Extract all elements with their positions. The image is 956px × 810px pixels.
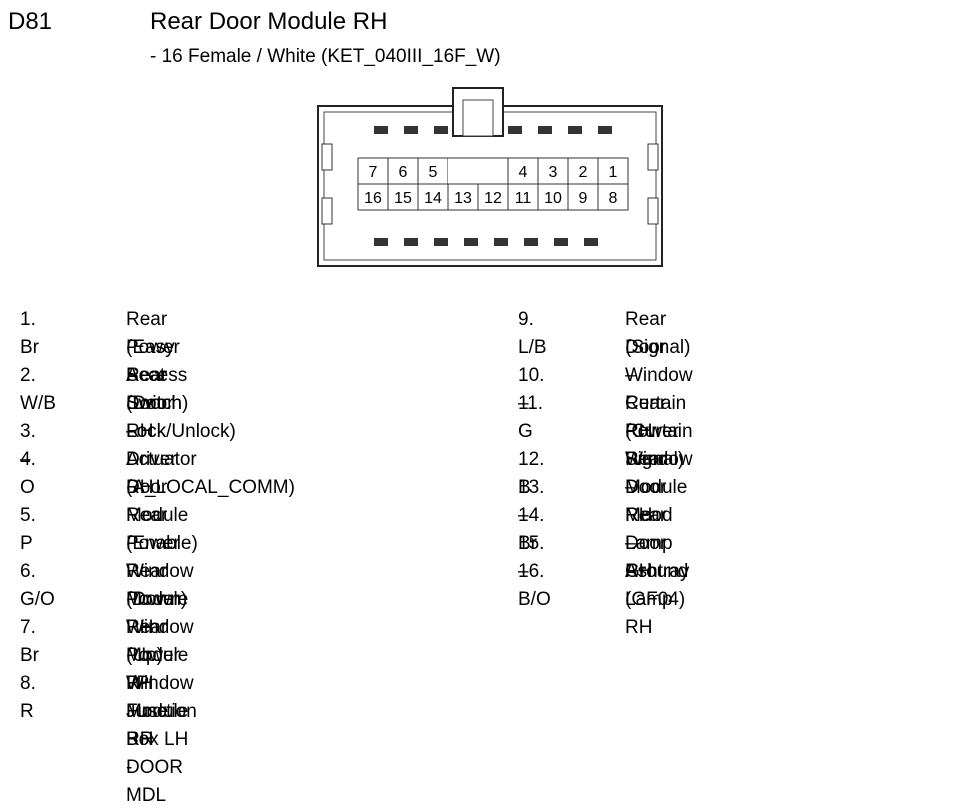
pin-description: Rear Power Seat Switch RH — [126, 309, 182, 442]
pin-label: 10. – — [518, 365, 545, 414]
pin-label: 6. G/O — [20, 561, 55, 610]
pin-description: – — [625, 533, 636, 554]
pin-description-detail: (Signal) — [625, 337, 691, 358]
pin-number-7: 7 — [369, 164, 378, 181]
pin-description: Driver Door Module — [126, 449, 189, 526]
pin-number-1: 1 — [609, 164, 618, 181]
pin-description-detail: (Enable) — [126, 533, 198, 554]
pin-label: 13. – — [518, 477, 545, 526]
right-latch-lower — [647, 197, 659, 225]
pin-description-detail: (Easy Access Switch) — [126, 337, 189, 414]
pin-description: Rear Door Lock Actuator RH — [126, 365, 197, 498]
pin-number-16: 16 — [364, 190, 382, 207]
pin-cell-10 — [537, 183, 569, 211]
pin-description: Rear Door Mood Lamp RH — [625, 449, 673, 582]
pin-number-12: 12 — [484, 190, 502, 207]
pin-label: 14. Br — [518, 505, 545, 554]
pin-number-13: 13 — [454, 190, 472, 207]
connector-title: Rear Door Module RH — [150, 8, 388, 35]
pin-description: Rear Door Window Curtain RH — [625, 309, 693, 442]
left-latch-lower — [321, 197, 333, 225]
pin-description: – — [126, 421, 137, 442]
pin-number-3: 3 — [549, 164, 558, 181]
pin-number-11: 11 — [515, 190, 532, 207]
pin-cell-empty — [448, 158, 478, 184]
pin-label: 16. B/O — [518, 561, 551, 610]
connector-subtitle: - 16 Female / White (KET_040III_16F_W) — [150, 46, 501, 67]
pin-label: 12. B — [518, 449, 545, 498]
pin-label: 8. R — [20, 673, 36, 722]
pin-number-4: 4 — [519, 164, 528, 181]
pin-label: 9. L/B — [518, 309, 547, 358]
pin-label: 5. P — [20, 505, 36, 554]
pin-description-detail: (Down) — [126, 589, 188, 610]
pin-number-15: 15 — [394, 190, 412, 207]
pin-description-detail: (Up) — [126, 645, 163, 666]
pin-label: 11. G — [518, 393, 544, 442]
pin-description: – — [625, 477, 636, 498]
pin-description: – — [625, 365, 636, 386]
pin-cell-14 — [417, 183, 449, 211]
pin-description-detail: (Curtain Signal) — [625, 421, 693, 470]
terminal-slots-bottom — [374, 238, 598, 246]
pin-description: Rear Door Ashtray Lamp RH — [625, 505, 690, 638]
pin-label: 3. – — [20, 421, 36, 470]
terminal-slots-top — [374, 126, 612, 134]
connector-face-diagram: 7 6 5 4 3 2 1 16 15 14 13 12 11 10 9 8 — [317, 87, 663, 267]
pin-number-6: 6 — [399, 164, 408, 181]
pin-description-detail: (Door Lock/Unlock) — [126, 393, 236, 442]
pin-grid: 7 6 5 4 3 2 1 16 15 14 13 12 11 10 9 8 — [357, 157, 629, 211]
lock-tab-inner — [462, 99, 494, 137]
left-latch-upper — [321, 143, 333, 171]
pin-number-10: 10 — [544, 190, 562, 207]
pin-label: 2. W/B — [20, 365, 56, 414]
pin-description-detail: Fuse RR DOOR MDL — [126, 701, 183, 806]
pin-number-9: 9 — [579, 190, 588, 207]
pin-description-detail: (A_LOCAL_COMM) — [126, 477, 295, 498]
pin-label: 1. Br — [20, 309, 39, 358]
pin-number-2: 2 — [579, 164, 588, 181]
pin-number-14: 14 — [424, 190, 442, 207]
pin-description: Ground (GF04) — [625, 561, 689, 610]
right-latch-upper — [647, 143, 659, 171]
pin-label: 7. Br — [20, 617, 39, 666]
pin-cell-empty — [478, 158, 508, 184]
pin-cell-9 — [567, 183, 599, 211]
pin-number-5: 5 — [429, 164, 438, 181]
pin-grid-outline — [357, 157, 629, 211]
connector-id: D81 — [8, 8, 53, 35]
pin-description: Rear Power Window Module RH — [126, 561, 194, 694]
pin-label: 15. – — [518, 533, 545, 582]
pin-label: 4. O — [20, 449, 36, 498]
pin-number-8: 8 — [609, 190, 618, 207]
pin-description: Rear Power Window Module RH — [126, 505, 194, 638]
pin-description: Rear Power Window Module RH — [625, 393, 693, 526]
